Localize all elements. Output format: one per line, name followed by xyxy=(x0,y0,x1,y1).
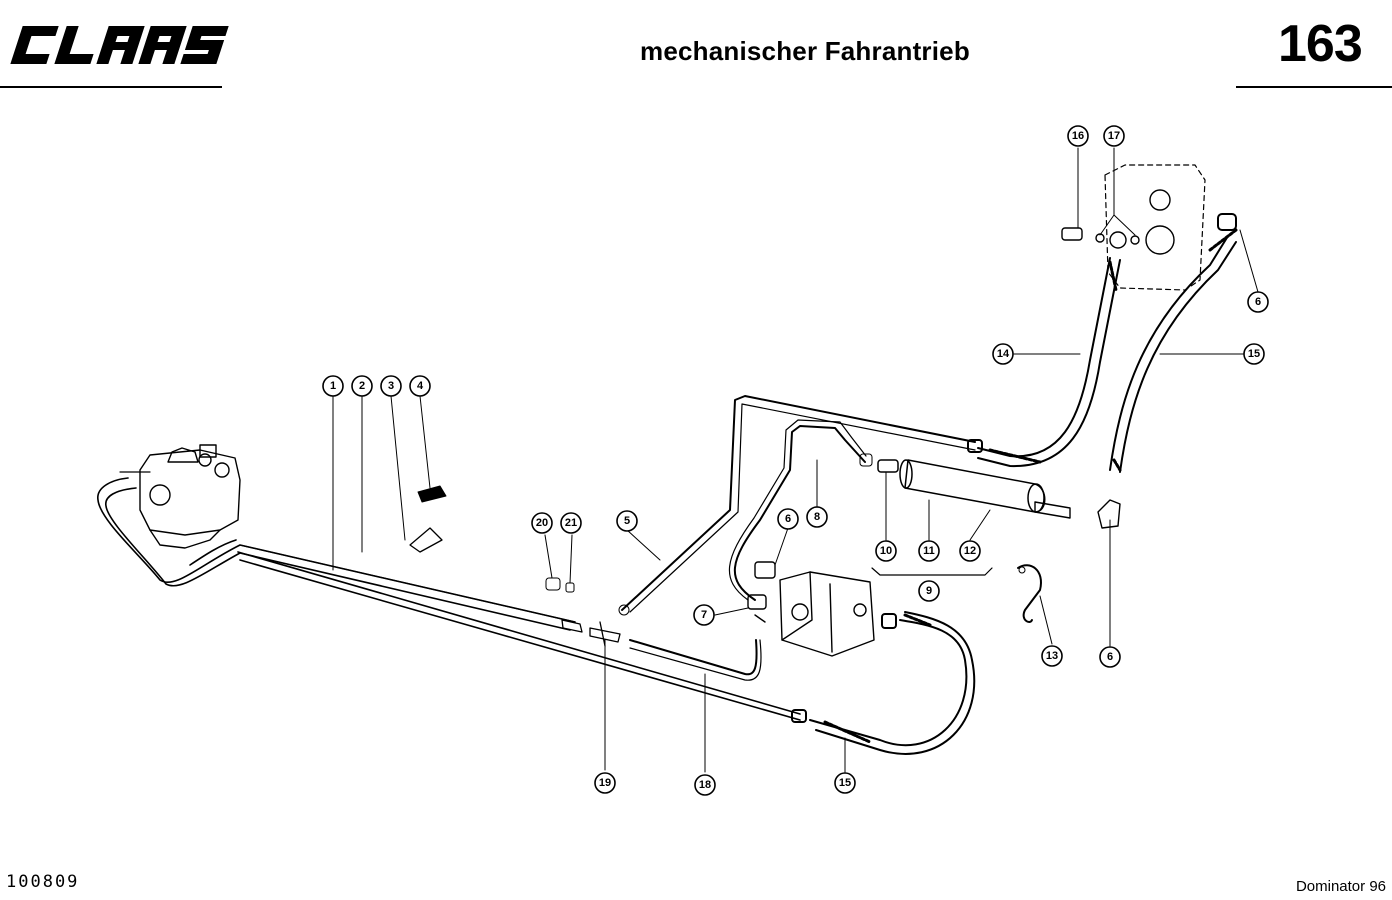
svg-text:2: 2 xyxy=(359,380,365,392)
page-number: 163 xyxy=(1278,15,1363,73)
hydraulic-pump xyxy=(139,444,241,549)
callout-17: 17 xyxy=(1103,125,1125,147)
svg-text:18: 18 xyxy=(699,779,711,791)
svg-text:17: 17 xyxy=(1108,130,1120,142)
callout-1: 1 xyxy=(322,375,344,397)
svg-text:15: 15 xyxy=(1248,348,1260,360)
callout-21: 21 xyxy=(560,512,582,534)
model-name: Dominator 96 xyxy=(1295,878,1386,895)
svg-text:20: 20 xyxy=(536,517,548,529)
filter-11 xyxy=(877,459,1046,513)
svg-text:1: 1 xyxy=(330,380,336,392)
hose-15-upper xyxy=(1109,213,1238,473)
callout-20: 20 xyxy=(531,512,553,534)
svg-text:10: 10 xyxy=(880,545,892,557)
tee-19 xyxy=(589,621,621,647)
document-number: 100809 xyxy=(6,872,80,892)
svg-text:14: 14 xyxy=(997,348,1010,360)
hose-15-lower xyxy=(791,611,976,755)
callout-16: 16 xyxy=(1067,125,1089,147)
callout-2: 2 xyxy=(351,375,373,397)
pipe-lines-1-2 xyxy=(97,471,801,721)
svg-text:7: 7 xyxy=(701,609,707,621)
callout-15-upper: 15 xyxy=(1243,343,1265,365)
svg-text:21: 21 xyxy=(565,517,577,529)
page-title: mechanischer Fahrantrieb xyxy=(640,36,970,66)
callout-6-top: 6 xyxy=(1247,291,1269,313)
svg-text:3: 3 xyxy=(388,380,394,392)
callout-7: 7 xyxy=(693,604,715,626)
svg-text:15: 15 xyxy=(839,777,851,789)
callout-6-bottom: 6 xyxy=(1099,646,1121,668)
fitting-20 xyxy=(545,577,561,591)
svg-text:16: 16 xyxy=(1072,130,1084,142)
callout-15-lower: 15 xyxy=(834,772,856,794)
svg-text:13: 13 xyxy=(1046,650,1058,662)
callout-8: 8 xyxy=(806,506,828,528)
svg-text:8: 8 xyxy=(814,511,820,523)
callout-10: 10 xyxy=(875,540,897,562)
svg-text:6: 6 xyxy=(1255,296,1261,308)
tank-outline xyxy=(1104,164,1206,291)
svg-text:12: 12 xyxy=(964,545,976,557)
fitting-21 xyxy=(565,582,575,593)
claas-logo xyxy=(10,26,229,64)
callout-11: 11 xyxy=(918,540,940,562)
callout-5: 5 xyxy=(616,510,638,532)
svg-text:9: 9 xyxy=(926,585,932,597)
valve-block xyxy=(747,561,875,657)
callout-4: 4 xyxy=(409,375,431,397)
svg-text:4: 4 xyxy=(417,380,424,392)
callout-14: 14 xyxy=(992,343,1014,365)
callout-6-valve: 6 xyxy=(777,508,799,530)
callout-12: 12 xyxy=(959,540,981,562)
callout-3: 3 xyxy=(380,375,402,397)
svg-text:5: 5 xyxy=(624,515,630,527)
svg-text:6: 6 xyxy=(1107,651,1113,663)
header-rule-right xyxy=(1236,86,1392,88)
header-rule-left xyxy=(0,86,222,88)
svg-text:11: 11 xyxy=(923,545,935,557)
callout-9: 9 xyxy=(918,580,940,602)
svg-text:19: 19 xyxy=(599,777,611,789)
svg-text:6: 6 xyxy=(785,513,791,525)
callout-18: 18 xyxy=(694,774,716,796)
callout-13: 13 xyxy=(1041,645,1063,667)
hose-14 xyxy=(967,257,1121,468)
callout-19: 19 xyxy=(594,772,616,794)
